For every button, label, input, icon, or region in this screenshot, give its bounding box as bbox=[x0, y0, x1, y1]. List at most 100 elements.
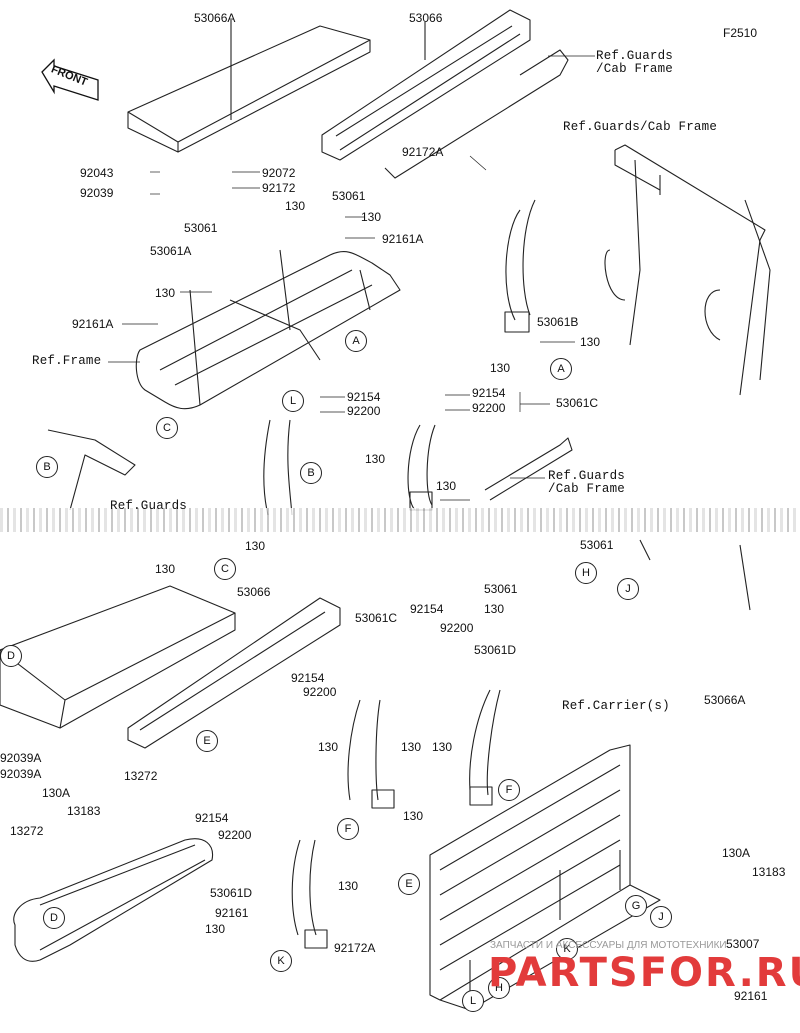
part-number-label: 53066A bbox=[194, 11, 236, 25]
part-number-label: 130 bbox=[361, 210, 382, 224]
seat-frame bbox=[135, 249, 401, 410]
callout-marker: L bbox=[462, 990, 484, 1012]
callout-marker: B bbox=[36, 456, 58, 478]
part-number-label: 53061A bbox=[150, 244, 192, 258]
part-number-label: 130 bbox=[403, 809, 424, 823]
part-number-label: 130 bbox=[338, 879, 359, 893]
part-number-label: 53061D bbox=[474, 643, 517, 657]
part-number-label: 130A bbox=[722, 846, 751, 860]
part-number-label: 92200 bbox=[303, 685, 337, 699]
part-number-label: 130 bbox=[436, 479, 457, 493]
part-number-label: 92154 bbox=[347, 390, 381, 404]
part-number-label: 92200 bbox=[472, 401, 506, 415]
callout-marker: C bbox=[156, 417, 178, 439]
ref-carriers: Ref.Carrier(s) bbox=[562, 699, 670, 713]
ref-guards-cab-2: Ref.Guards/Cab Frame bbox=[563, 120, 718, 134]
ref-guards-cab-1: Ref.Guards /Cab Frame bbox=[596, 49, 674, 76]
part-number-label: 13183 bbox=[752, 865, 786, 879]
part-number-label: 53061 bbox=[184, 221, 218, 235]
callout-marker: J bbox=[650, 906, 672, 928]
part-number-label: 130 bbox=[285, 199, 306, 213]
part-number-label: 53061B bbox=[537, 315, 579, 329]
seat-cushion-bottom bbox=[0, 585, 236, 729]
part-number-label: 92154 bbox=[410, 602, 444, 616]
part-number-label: 13272 bbox=[124, 769, 158, 783]
part-number-label: 130 bbox=[580, 335, 601, 349]
callout-marker: G bbox=[625, 895, 647, 917]
callout-marker: F bbox=[498, 779, 520, 801]
part-number-label: 53061 bbox=[484, 582, 518, 596]
part-number-label: 130 bbox=[155, 286, 176, 300]
guard-bar-top bbox=[384, 49, 569, 179]
callout-marker: C bbox=[214, 558, 236, 580]
cab-frame-fragment bbox=[639, 539, 751, 611]
part-number-label: 53061C bbox=[556, 396, 599, 410]
part-number-label: 53066A bbox=[704, 693, 746, 707]
watermark-brand: PARTSFOR.RU bbox=[488, 950, 800, 996]
part-number-label: 92161A bbox=[72, 317, 114, 331]
part-number-label: 53061C bbox=[355, 611, 398, 625]
part-number-label: 130 bbox=[401, 740, 422, 754]
figure-code: F2510 bbox=[723, 26, 758, 40]
scan-seam bbox=[0, 508, 800, 532]
callout-marker: K bbox=[556, 938, 578, 960]
ref-guards: Ref.Guards bbox=[110, 499, 188, 513]
part-number-label: 92154 bbox=[472, 386, 506, 400]
part-number-label: 92043 bbox=[80, 166, 114, 180]
part-number-label: 130 bbox=[432, 740, 453, 754]
part-number-label: 92161 bbox=[734, 989, 768, 1003]
callout-marker: A bbox=[345, 330, 367, 352]
callout-marker: H bbox=[488, 977, 510, 999]
carrier bbox=[429, 744, 661, 1011]
part-number-label: 53066 bbox=[237, 585, 271, 599]
callout-marker: K bbox=[270, 950, 292, 972]
callout-marker: L bbox=[282, 390, 304, 412]
part-number-label: 92172 bbox=[262, 181, 296, 195]
part-number-label: 13183 bbox=[67, 804, 101, 818]
part-number-label: 130 bbox=[484, 602, 505, 616]
callout-marker: F bbox=[337, 818, 359, 840]
part-number-label: 53061D bbox=[210, 886, 253, 900]
leader-lines-top bbox=[108, 55, 595, 501]
part-number-label: 92200 bbox=[440, 621, 474, 635]
seat-belts-upper bbox=[263, 199, 536, 516]
part-number-label: 92161 bbox=[215, 906, 249, 920]
callout-marker: A bbox=[550, 358, 572, 380]
part-number-label: 92200 bbox=[347, 404, 381, 418]
guard-left bbox=[47, 429, 136, 511]
part-number-label: 92161A bbox=[382, 232, 424, 246]
guard-bar-mid bbox=[484, 437, 573, 501]
part-number-label: 53007 bbox=[726, 937, 760, 951]
ref-guards-cab-3: Ref.Guards /Cab Frame bbox=[548, 469, 626, 496]
cab-frame-right bbox=[604, 144, 771, 396]
part-number-label: 92172A bbox=[334, 941, 376, 955]
callout-marker: E bbox=[398, 873, 420, 895]
bottom-frame bbox=[13, 838, 214, 962]
seat-back-bottom bbox=[127, 597, 341, 749]
part-number-label: 92039A bbox=[0, 751, 42, 765]
part-number-label: 92154 bbox=[195, 811, 229, 825]
part-number-label: 92200 bbox=[218, 828, 252, 842]
callout-marker: D bbox=[0, 645, 22, 667]
watermark-tagline: ЗАПЧАСТИ И АКСЕССУАРЫ ДЛЯ МОТОТЕХНИКИ bbox=[490, 940, 727, 951]
front-arrow-icon bbox=[41, 58, 99, 101]
part-number-label: 130 bbox=[155, 562, 176, 576]
part-number-label: 53061 bbox=[332, 189, 366, 203]
part-number-label: 130 bbox=[318, 740, 339, 754]
part-number-label: 130 bbox=[490, 361, 511, 375]
part-number-label: 53061 bbox=[580, 538, 614, 552]
callout-marker: J bbox=[617, 578, 639, 600]
part-number-label: 130 bbox=[365, 452, 386, 466]
ref-frame: Ref.Frame bbox=[32, 354, 102, 368]
part-number-label: 92072 bbox=[262, 166, 296, 180]
part-number-label: 92154 bbox=[291, 671, 325, 685]
callout-marker: B bbox=[300, 462, 322, 484]
seat-cushion-53066a bbox=[127, 25, 371, 153]
part-number-label: 92039A bbox=[0, 767, 42, 781]
seat-belts-lower bbox=[291, 689, 501, 949]
seat-back-53066 bbox=[321, 9, 531, 161]
part-number-label: 92039 bbox=[80, 186, 114, 200]
part-number-label: 92172A bbox=[402, 145, 444, 159]
